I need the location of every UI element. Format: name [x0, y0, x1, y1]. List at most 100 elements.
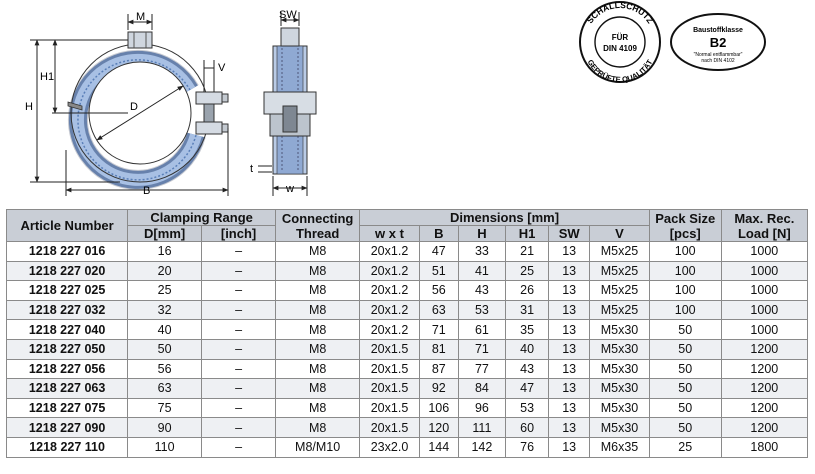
cell-inch: – [201, 260, 277, 282]
cell-load: 1000 [720, 280, 809, 301]
cell-load: 1000 [720, 260, 809, 282]
cell-thread: M8 [275, 280, 361, 301]
cell-v: M5x30 [589, 338, 650, 360]
cell-h: 96 [457, 397, 507, 419]
cell-article: 1218 227 040 [5, 319, 129, 340]
cell-inch: – [201, 358, 277, 380]
cell-article: 1218 227 050 [5, 338, 129, 360]
header-d-mm: D[mm] [127, 225, 203, 242]
cell-load: 1200 [720, 358, 809, 380]
cell-sw: 13 [548, 417, 591, 438]
cell-pack: 50 [648, 378, 722, 399]
cell-inch: – [201, 319, 277, 340]
cell-v: M5x30 [589, 397, 650, 419]
baustoff-line1: Baustoffklasse [693, 27, 743, 34]
stamp-line2: DIN 4109 [603, 44, 637, 53]
cell-v: M5x30 [589, 378, 650, 399]
cell-load: 1000 [720, 241, 809, 262]
cell-inch: – [201, 436, 277, 458]
cell-article: 1218 227 063 [5, 378, 129, 399]
cell-d-mm: 56 [127, 358, 203, 380]
cell-d-mm: 110 [127, 436, 203, 458]
cell-pack: 50 [648, 397, 722, 419]
cell-v: M5x25 [589, 299, 650, 321]
header-dimensions: Dimensions [mm] [359, 209, 650, 226]
cell-h: 84 [457, 378, 507, 399]
cell-d-mm: 63 [127, 378, 203, 399]
header-wxt: w x t [359, 225, 420, 242]
cell-pack: 100 [648, 280, 722, 301]
header-article: Article Number [5, 209, 129, 242]
cell-d-mm: 75 [127, 397, 203, 419]
cell-article: 1218 227 020 [5, 260, 129, 282]
cell-h1: 53 [505, 397, 550, 419]
cell-b: 120 [418, 417, 459, 438]
cell-d-mm: 20 [127, 260, 203, 282]
cell-inch: – [201, 417, 277, 438]
cell-article: 1218 227 090 [5, 417, 129, 438]
label-t: t [250, 163, 253, 175]
cell-b: 144 [418, 436, 459, 458]
cell-h1: 26 [505, 280, 550, 301]
cell-v: M5x25 [589, 280, 650, 301]
cell-sw: 13 [548, 358, 591, 380]
cell-load: 1200 [720, 417, 809, 438]
header-h: H [457, 225, 507, 242]
cell-article: 1218 227 056 [5, 358, 129, 380]
cell-sw: 13 [548, 260, 591, 282]
cell-b: 63 [418, 299, 459, 321]
front-dimension-lines [30, 14, 229, 196]
cell-wxt: 20x1.5 [359, 378, 420, 399]
cell-h1: 31 [505, 299, 550, 321]
cell-pack: 50 [648, 417, 722, 438]
cell-wxt: 20x1.2 [359, 241, 420, 262]
cell-v: M5x25 [589, 260, 650, 282]
label-b: B [143, 185, 150, 197]
cell-b: 92 [418, 378, 459, 399]
cell-pack: 100 [648, 241, 722, 262]
cell-thread: M8 [275, 397, 361, 419]
cell-wxt: 23x2.0 [359, 436, 420, 458]
clamp-side-view [263, 27, 317, 175]
cell-thread: M8 [275, 260, 361, 282]
header-h1: H1 [505, 225, 550, 242]
cell-d-mm: 50 [127, 338, 203, 360]
cell-d-mm: 32 [127, 299, 203, 321]
cell-sw: 13 [548, 378, 591, 399]
baustoff-line2: B2 [710, 35, 727, 50]
cell-thread: M8 [275, 319, 361, 340]
cell-v: M6x35 [589, 436, 650, 458]
header-load: Max. Rec. Load [N] [720, 209, 809, 242]
cell-pack: 100 [648, 260, 722, 282]
label-sw: SW [279, 9, 297, 21]
header-sw: SW [548, 225, 591, 242]
cell-h: 43 [457, 280, 507, 301]
header-clamping: Clamping Range [127, 209, 277, 226]
cell-thread: M8 [275, 241, 361, 262]
cell-b: 51 [418, 260, 459, 282]
cell-article: 1218 227 016 [5, 241, 129, 262]
label-v: V [218, 62, 226, 74]
cell-h1: 35 [505, 319, 550, 340]
cell-h: 53 [457, 299, 507, 321]
cell-inch: – [201, 338, 277, 360]
cell-sw: 13 [548, 338, 591, 360]
cell-load: 1200 [720, 338, 809, 360]
cell-wxt: 20x1.5 [359, 397, 420, 419]
cell-v: M5x30 [589, 319, 650, 340]
cell-h: 61 [457, 319, 507, 340]
cell-article: 1218 227 025 [5, 280, 129, 301]
cell-inch: – [201, 397, 277, 419]
cell-h1: 47 [505, 378, 550, 399]
cell-d-mm: 25 [127, 280, 203, 301]
cell-h1: 43 [505, 358, 550, 380]
header-b: B [418, 225, 459, 242]
cell-wxt: 20x1.2 [359, 299, 420, 321]
technical-drawing: M H1 H V D B SW t w SCHALLSCHUTZ G [25, 0, 766, 197]
